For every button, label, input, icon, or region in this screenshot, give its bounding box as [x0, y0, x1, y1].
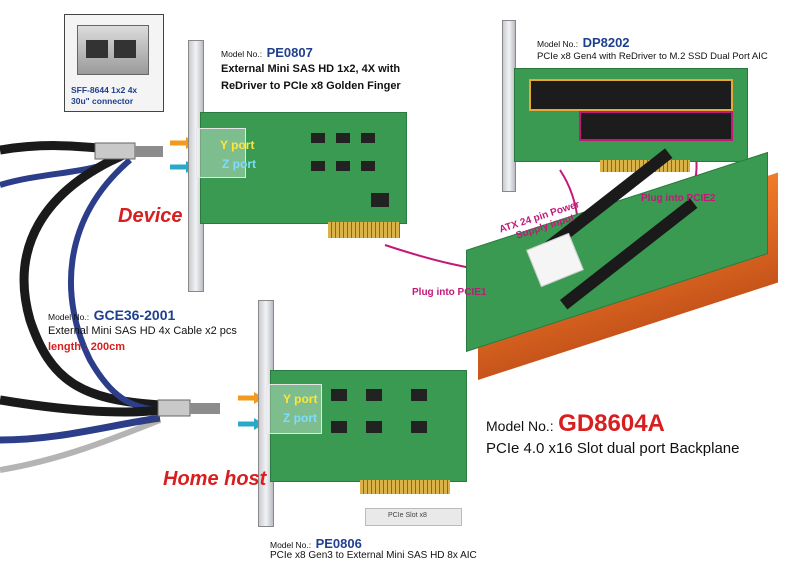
pe0806-slot-label: PCIe Slot x8	[388, 512, 427, 519]
pe0807-model-line: Model No.: PE0807	[221, 44, 313, 62]
pe0807-desc-line2: ReDriver to PCIe x8 Golden Finger	[221, 80, 401, 92]
dp8202-board	[514, 68, 748, 162]
ssd-1	[529, 79, 733, 111]
dp8202-desc: PCIe x8 Gen4 with ReDriver to M.2 SSD Du…	[537, 51, 768, 62]
pe0807-y-port: Y port	[220, 138, 255, 152]
gd8604a-desc: PCIe 4.0 x16 Slot dual port Backplane	[486, 440, 740, 457]
pe0807-desc-line1: External Mini SAS HD 1x2, 4X with	[221, 63, 401, 75]
dp8202-model: DP8202	[582, 35, 630, 50]
gd8604a-model-prefix: Model No.:	[486, 418, 554, 434]
plug-pcie2-label: Plug into PCIE2	[641, 193, 716, 204]
gd8604a-model: GD8604A	[558, 410, 665, 437]
connector-inset: SFF-8644 1x2 4x 30u" connector	[64, 14, 164, 112]
dp8202-model-prefix: Model No.:	[537, 39, 579, 49]
inset-line1: SFF-8644 1x2 4x	[71, 85, 138, 95]
pe0806-model-line: Model No.: PE0806	[270, 535, 362, 553]
pe0806-port-cage	[266, 384, 322, 434]
home-host-label: Home host	[163, 468, 267, 490]
connector-photo	[77, 25, 149, 75]
dp8202-model-line: Model No.: DP8202	[537, 34, 630, 52]
pe0807-z-port: Z port	[222, 157, 256, 171]
pe0806-board	[270, 370, 467, 482]
pe0807-model-prefix: Model No.:	[221, 49, 263, 59]
pe0806-y-port: Y port	[283, 392, 318, 406]
gce36-model-prefix: Model No.:	[48, 312, 90, 322]
inset-line2: 30u" connector	[71, 96, 134, 106]
pe0807-model: PE0807	[266, 45, 313, 60]
pe0807-gold-finger	[328, 222, 400, 238]
pe0806-model-prefix: Model No.:	[270, 540, 312, 550]
pe0806-z-port: Z port	[283, 411, 317, 425]
gce36-model: GCE36-2001	[93, 307, 176, 323]
pe0807-port-cage	[196, 128, 246, 178]
pe0807-board	[200, 112, 407, 224]
pe0806-gold-finger	[360, 480, 450, 494]
plug-pcie1-label: Plug into PCIE1	[412, 287, 487, 298]
gce36-model-line: Model No.: GCE36-2001	[48, 307, 175, 325]
gce36-length: length : 200cm	[48, 341, 126, 353]
gd8604a-model-line: Model No.: GD8604A	[486, 410, 665, 438]
gce36-desc: External Mini SAS HD 4x Cable x2 pcs	[48, 325, 237, 337]
pe0806-model: PE0806	[315, 536, 362, 551]
ssd-2	[579, 111, 733, 141]
pe0806-desc: PCIe x8 Gen3 to External Mini SAS HD 8x …	[270, 550, 477, 561]
pe0806-slot: PCIe Slot x8	[365, 508, 462, 526]
device-label: Device	[118, 205, 183, 227]
